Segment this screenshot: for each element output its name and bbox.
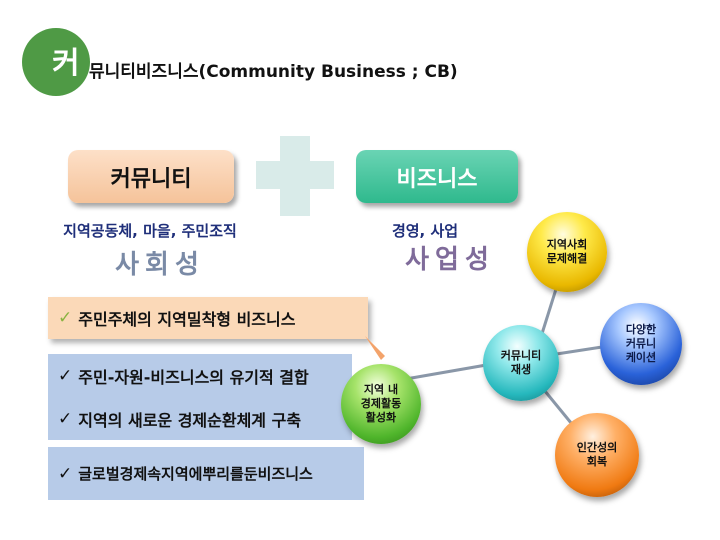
bullet-text: 주민-자원-비즈니스의 유기적 결합 — [78, 368, 309, 387]
sphere-text: 문제해결 — [546, 252, 588, 265]
bullet-text: 글로벌경제속지역에뿌리를둔비즈니스 — [78, 465, 313, 483]
sphere-text: 인간성의 — [576, 441, 618, 454]
pointer-arrow-icon — [365, 336, 385, 360]
sphere-text: 케이션 — [625, 351, 657, 364]
community-label: 커뮤니티 — [110, 166, 192, 192]
sphere-text: 회복 — [586, 455, 608, 468]
sphere-text: 다양한 — [625, 323, 657, 336]
sphere-text: 경제활동 — [360, 397, 402, 410]
check-icon: ✓ — [58, 409, 73, 429]
community-keyword: 사회성 — [115, 250, 205, 280]
bullet-text: 주민주체의 지역밀착형 비즈니스 — [78, 310, 296, 329]
sphere-text: 지역 내 — [363, 383, 399, 396]
sphere-text: 커뮤니티 — [500, 349, 542, 362]
sphere-humanity-recovery: 인간성의 회복 — [555, 413, 639, 497]
plus-sign-horizontal — [256, 161, 334, 189]
bullet-item: ✓ 글로벌경제속지역에뿌리를둔비즈니스 — [48, 447, 364, 500]
check-icon: ✓ — [58, 308, 73, 328]
sphere-text: 커뮤니 — [625, 337, 657, 350]
sphere-social-problem-solving: 지역사회 문제해결 — [527, 212, 607, 292]
sphere-text: 지역사회 — [546, 238, 588, 251]
bullet-highlight: ✓ 주민주체의 지역밀착형 비즈니스 — [48, 297, 368, 339]
business-label: 비즈니스 — [396, 166, 478, 192]
community-subtitle: 지역공동체, 마을, 주민조직 — [63, 222, 237, 240]
page-title: 뮤니티비즈니스(Community Business ; CB) — [89, 62, 458, 82]
title-circle — [22, 28, 90, 96]
bullet-text: 지역의 새로운 경제순환체계 구축 — [78, 411, 302, 430]
check-icon: ✓ — [58, 463, 73, 484]
business-keyword: 사업성 — [405, 245, 495, 275]
sphere-text: 활성화 — [365, 411, 397, 424]
business-subtitle: 경영, 사업 — [391, 222, 459, 240]
title-first-char: 커 — [52, 46, 80, 81]
sphere-local-economy: 지역 내 경제활동 활성화 — [341, 364, 421, 444]
check-icon: ✓ — [58, 366, 73, 386]
business-box: 비즈니스 — [356, 150, 518, 203]
sphere-diverse-communication: 다양한 커뮤니 케이션 — [600, 303, 682, 385]
sphere-text: 재생 — [510, 363, 532, 376]
sphere-community-regeneration: 커뮤니티 재생 — [483, 325, 559, 401]
bullet-item: ✓ 지역의 새로운 경제순환체계 구축 — [48, 398, 352, 440]
community-box: 커뮤니티 — [68, 150, 234, 203]
bullet-item: ✓ 주민-자원-비즈니스의 유기적 결합 — [48, 354, 352, 398]
